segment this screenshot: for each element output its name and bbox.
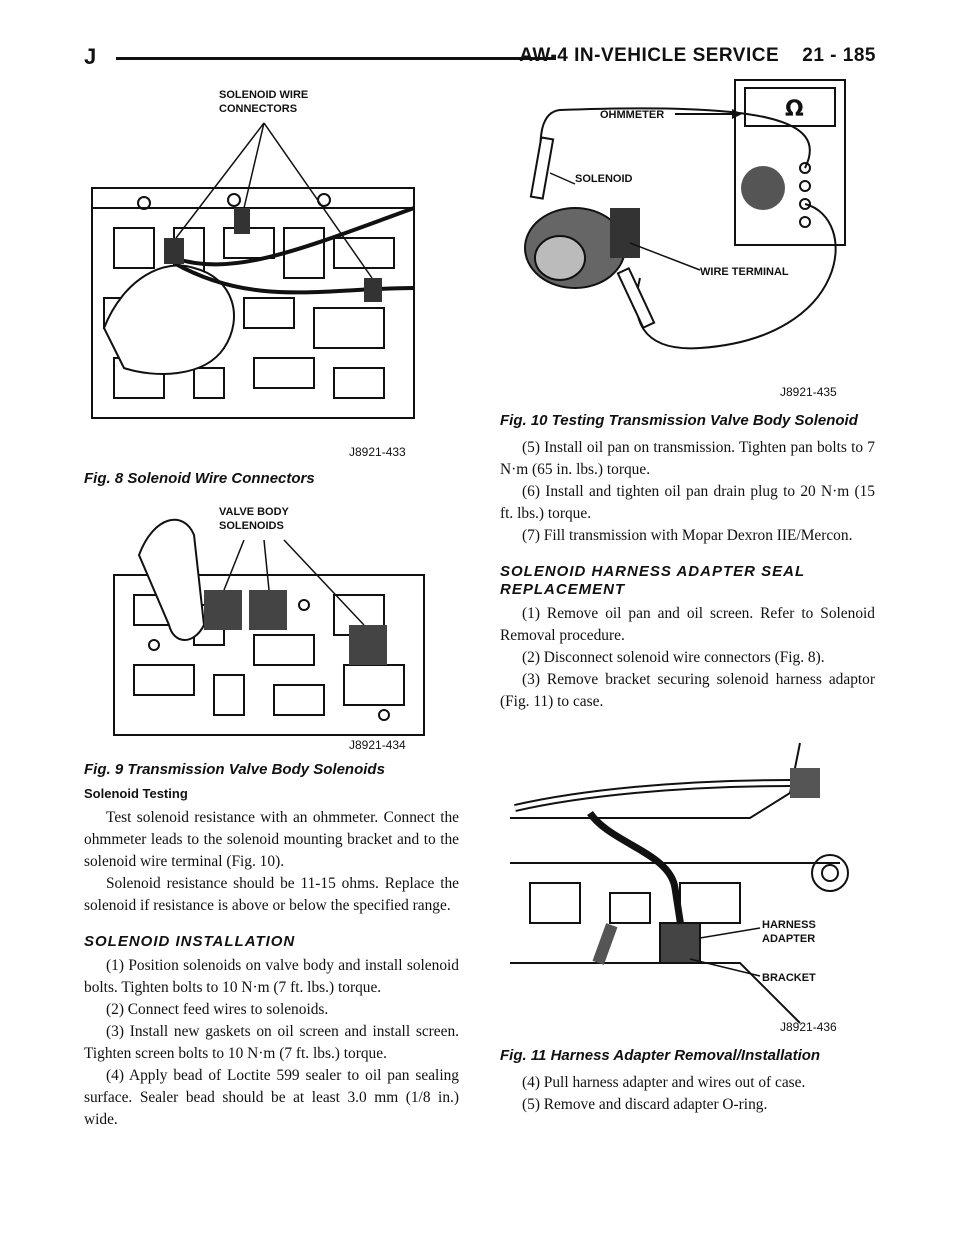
fig9-label-line1: VALVE BODY	[219, 506, 290, 518]
harness-step-2: (2) Disconnect solenoid wire connectors …	[522, 649, 825, 666]
figure-10-illustration: Ω OHMMETER SOLENOID WIRE TERMINAL J8921-…	[500, 78, 875, 408]
fig9-id: J8921-434	[349, 738, 406, 752]
testing-paragraph-2: Solenoid resistance should be 11-15 ohms…	[84, 875, 459, 914]
fig10-ohmmeter-label: OHMMETER	[600, 109, 664, 121]
fig11-caption: Fig. 11 Harness Adapter Removal/Installa…	[500, 1047, 821, 1064]
harness-step-4: (4) Pull harness adapter and wires out o…	[522, 1074, 806, 1091]
harness-adapter-heading: SOLENOID HARNESS ADAPTER SEAL REPLACEMEN…	[500, 563, 805, 598]
right-column: Ω OHMMETER SOLENOID WIRE TERMINAL J8921-…	[500, 78, 875, 1116]
install-step-5: (5) Install oil pan on transmission. Tig…	[500, 439, 875, 478]
harness-step-5: (5) Remove and discard adapter O-ring.	[522, 1096, 768, 1113]
figure-8: SOLENOID WIRE CONNECTORS J8921-433 Fig. …	[84, 78, 459, 487]
testing-paragraph-1: Test solenoid resistance with an ohmmete…	[84, 809, 459, 870]
fig11-id: J8921-436	[780, 1020, 837, 1034]
install-step-1: (1) Position solenoids on valve body and…	[84, 957, 459, 996]
section-letter: J	[84, 44, 97, 69]
fig10-wire-terminal-label: WIRE TERMINAL	[700, 266, 789, 278]
solenoid-installation-heading: SOLENOID INSTALLATION	[84, 933, 296, 950]
fig10-solenoid-label: SOLENOID	[575, 173, 633, 185]
omega-symbol: Ω	[785, 97, 804, 122]
page-title: AW-4 IN-VEHICLE SERVICE 21 - 185	[519, 45, 876, 66]
install-step-2: (2) Connect feed wires to solenoids.	[106, 1001, 329, 1018]
fig11-adapter-label: ADAPTER	[762, 933, 815, 945]
fig8-caption: Fig. 8 Solenoid Wire Connectors	[84, 470, 315, 487]
fig8-label-line1: SOLENOID WIRE	[219, 89, 308, 101]
fig10-id: J8921-435	[780, 385, 837, 399]
install-step-3: (3) Install new gaskets on oil screen an…	[84, 1023, 459, 1062]
solenoid-testing-heading: Solenoid Testing	[84, 786, 188, 801]
harness-step-3: (3) Remove bracket securing solenoid har…	[500, 671, 875, 710]
figure-11-illustration: HARNESS ADAPTER BRACKET J8921-436	[500, 723, 875, 1043]
fig10-caption: Fig. 10 Testing Transmission Valve Body …	[500, 412, 858, 429]
install-step-7: (7) Fill transmission with Mopar Dexron …	[522, 527, 853, 544]
harness-step-1: (1) Remove oil pan and oil screen. Refer…	[500, 605, 875, 644]
figure-10: Ω OHMMETER SOLENOID WIRE TERMINAL J8921-…	[500, 78, 875, 429]
page-header: J AW-4 IN-VEHICLE SERVICE 21 - 185	[84, 44, 876, 74]
ohmmeter-dial	[741, 166, 785, 210]
install-step-4: (4) Apply bead of Loctite 599 sealer to …	[84, 1067, 459, 1128]
fig8-id: J8921-433	[349, 445, 406, 459]
fig9-caption: Fig. 9 Transmission Valve Body Solenoids	[84, 761, 385, 778]
fig11-harness-label: HARNESS	[762, 919, 816, 931]
figure-8-illustration: SOLENOID WIRE CONNECTORS J8921-433	[84, 78, 459, 466]
install-step-6: (6) Install and tighten oil pan drain pl…	[500, 483, 875, 522]
fig8-label-line2: CONNECTORS	[219, 103, 297, 115]
left-column: SOLENOID WIRE CONNECTORS J8921-433 Fig. …	[84, 78, 459, 1131]
fig9-label-line2: SOLENOIDS	[219, 520, 284, 532]
figure-9: VALVE BODY SOLENOIDS J8921-434 Fig. 9 Tr…	[84, 495, 459, 778]
header-rule	[116, 57, 556, 60]
figure-9-illustration: VALVE BODY SOLENOIDS J8921-434	[84, 495, 459, 757]
figure-11: HARNESS ADAPTER BRACKET J8921-436 Fig. 1…	[500, 723, 875, 1064]
fig11-bracket-label: BRACKET	[762, 972, 816, 984]
